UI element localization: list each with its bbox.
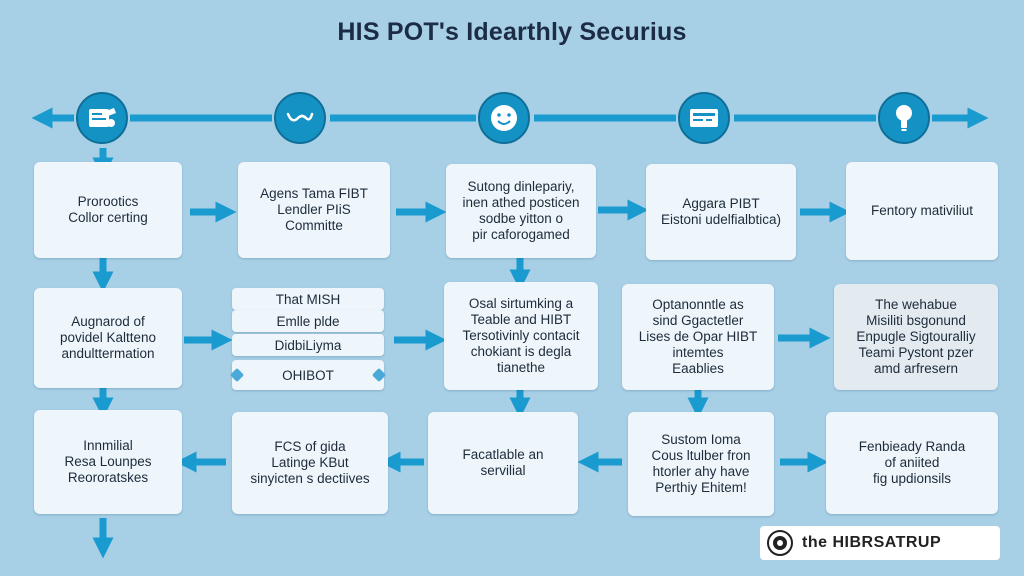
page-title: HIS POT's Idearthly Securius (337, 18, 687, 46)
step-box-r3-5: Fenbieady Randa of aniited fig updionsil… (826, 412, 998, 514)
step-text: Prorootics Collor certing (68, 194, 148, 225)
step-box-r3-2: FCS of gida Latinge KBut sinyicten s dec… (232, 412, 388, 514)
step-box-r1-5: Fentory mativiliut (846, 162, 998, 260)
step-box-r2-1: Augnarod of povidel Kaltteno andultterma… (34, 288, 182, 388)
step-text: Fentory mativiliut (870, 203, 974, 218)
step-box-r1-1: Prorootics Collor certing (34, 162, 182, 258)
layer-item: DidbiLiyma (232, 334, 384, 356)
step-box-r3-1: Innmilial Resa Lounpes Reororatskes (34, 410, 182, 514)
step-box-r2-5: The wehabue Misiliti bsgonund Enpugle Si… (834, 284, 998, 390)
step-box-r3-4: Sustom Ioma Cous ltulber fron htorler ah… (628, 412, 774, 516)
step-text: FCS of gida Latinge KBut sinyicten s dec… (250, 439, 370, 486)
smiling-face-icon (478, 92, 530, 144)
step-text: Sustom Ioma Cous ltulber fron htorler ah… (651, 432, 751, 495)
layer-item: Emlle plde (232, 310, 384, 332)
step-box-r1-4: Aggara PIBT Eistoni udelfialbtica) (646, 164, 796, 260)
step-text: Fenbieady Randa of aniited fig updionsil… (858, 439, 966, 486)
step-text: Agens Tama FIBT Lendler PIiS Committe (260, 186, 368, 233)
layer-item: OHIBOT (232, 360, 384, 390)
step-text: The wehabue Misiliti bsgonund Enpugle Si… (856, 297, 976, 376)
chain-link-icon (274, 92, 326, 144)
step-text: Osal sirtumking a Teable and HIBT Tersot… (462, 296, 580, 375)
step-box-r2-3: Osal sirtumking a Teable and HIBT Tersot… (444, 282, 598, 390)
step-text: Sutong dinlepariy, inen athed posticen s… (462, 179, 580, 242)
step-box-r1-3: Sutong dinlepariy, inen athed posticen s… (446, 164, 596, 258)
document-stamp-icon (76, 92, 128, 144)
step-box-r3-3: Facatlable an servilial (428, 412, 578, 514)
step-box-r2-4: Optanonntle as sind Ggactetler Lises de … (622, 284, 774, 390)
logo-prefix: the (802, 534, 828, 551)
brand-logo: the HIBRSATRUP (760, 526, 1000, 560)
logo-name: HIBRSATRUP (832, 534, 942, 551)
layer-item: That MISH (232, 288, 384, 310)
step-text: Augnarod of povidel Kaltteno andultterma… (59, 314, 157, 361)
lightbulb-icon (878, 92, 930, 144)
step-text: Innmilial Resa Lounpes Reororatskes (64, 438, 152, 485)
step-box-r1-2: Agens Tama FIBT Lendler PIiS Committe (238, 162, 390, 258)
layered-list: That MISH Emlle plde DidbiLiyma OHIBOT (228, 282, 388, 390)
step-text: Optanonntle as sind Ggactetler Lises de … (638, 297, 758, 376)
step-text: Aggara PIBT Eistoni udelfialbtica) (660, 196, 782, 227)
step-text: Facatlable an servilial (462, 447, 544, 478)
seal-icon (767, 530, 793, 556)
id-card-icon (678, 92, 730, 144)
logo-text: the HIBRSATRUP (802, 534, 941, 552)
